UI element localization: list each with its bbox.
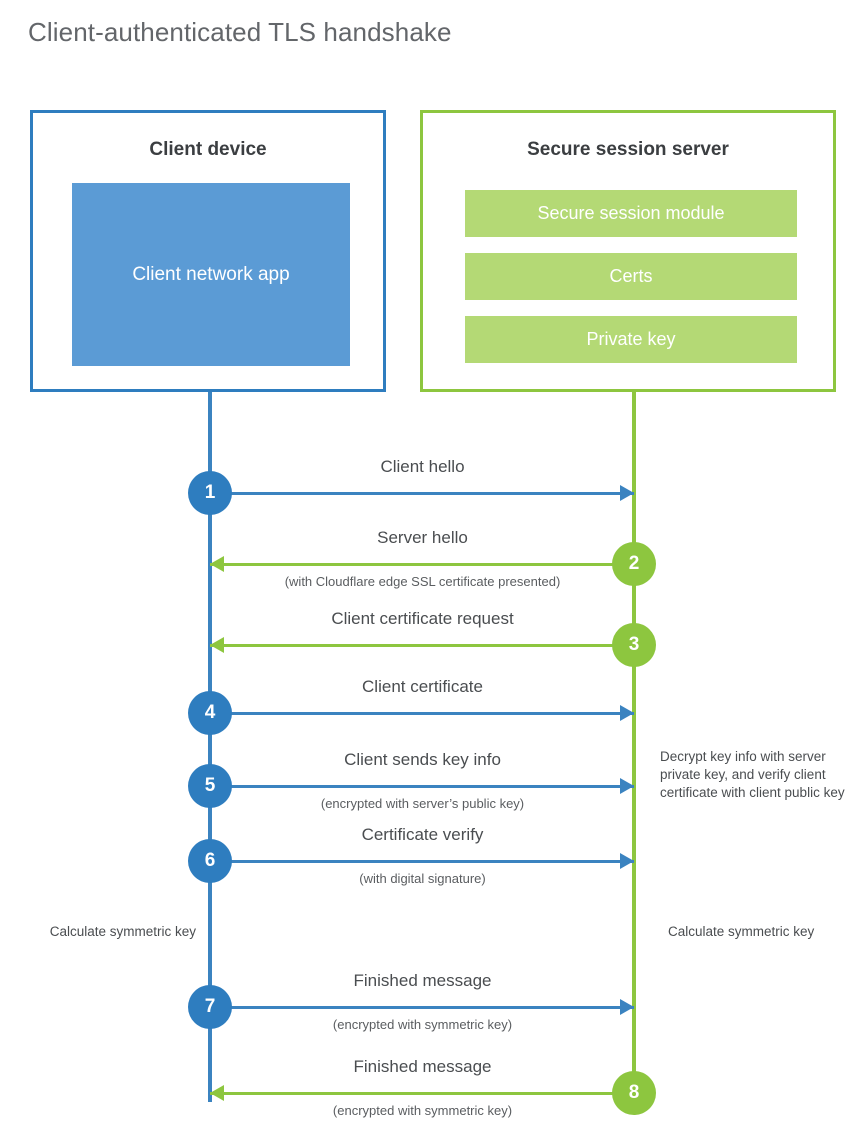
message-label-3: Client certificate request (331, 609, 514, 628)
message-label-6: Certificate verify (361, 825, 484, 844)
client-network-app-block: Client network app (72, 183, 350, 366)
message-sublabel-7: (encrypted with symmetric key) (332, 1017, 513, 1032)
arrow-line-6 (210, 860, 634, 863)
arrow-head-2 (210, 556, 224, 572)
arrow-line-1 (210, 492, 634, 495)
annotation-calculate-symmetric-key-server: Calculate symmetric key (668, 924, 815, 939)
arrow-line-2 (210, 563, 634, 566)
annotation-decrypt-key-info: Decrypt key info with server private key… (660, 749, 845, 800)
server-lifeline (632, 392, 636, 1092)
message-label-7: Finished message (353, 971, 492, 990)
arrow-head-5 (620, 778, 634, 794)
message-sublabel-8: (encrypted with symmetric key) (332, 1103, 513, 1118)
client-device-box: Client device Client network app (30, 110, 386, 392)
arrow-head-3 (210, 637, 224, 653)
step-circle-6: 6 (188, 839, 232, 883)
secure-session-server-box: Secure session server Secure session mod… (420, 110, 836, 392)
annotation-calculate-symmetric-key-client: Calculate symmetric key (49, 924, 196, 939)
step-circle-7: 7 (188, 985, 232, 1029)
arrow-line-5 (210, 785, 634, 788)
message-label-2: Server hello (377, 528, 468, 547)
message-label-8: Finished message (353, 1057, 492, 1076)
step-circle-2: 2 (612, 542, 656, 586)
step-circle-5: 5 (188, 764, 232, 808)
message-sublabel-5: (encrypted with server’s public key) (320, 796, 525, 811)
message-label-1: Client hello (380, 457, 465, 476)
message-label-5: Client sends key info (344, 750, 501, 769)
step-circle-8: 8 (612, 1071, 656, 1115)
server-component-private-key: Private key (465, 316, 797, 363)
client-device-title: Client device (149, 139, 267, 160)
message-sublabel-2: (with Cloudflare edge SSL certificate pr… (284, 574, 561, 589)
arrow-head-7 (620, 999, 634, 1015)
arrow-line-8 (210, 1092, 634, 1095)
arrow-head-8 (210, 1085, 224, 1101)
arrow-head-1 (620, 485, 634, 501)
client-lifeline (208, 392, 212, 1102)
client-network-app-label: Client network app (132, 264, 290, 285)
message-label-4: Client certificate (362, 677, 483, 696)
server-component-secure-session-module: Secure session module (465, 190, 797, 237)
step-circle-4: 4 (188, 691, 232, 735)
arrow-line-3 (210, 644, 634, 647)
arrow-head-4 (620, 705, 634, 721)
page-title: Client-authenticated TLS handshake (28, 17, 452, 47)
server-component-certs: Certs (465, 253, 797, 300)
arrow-head-6 (620, 853, 634, 869)
arrow-line-7 (210, 1006, 634, 1009)
step-circle-3: 3 (612, 623, 656, 667)
step-circle-1: 1 (188, 471, 232, 515)
secure-session-server-title: Secure session server (527, 139, 729, 160)
arrow-line-4 (210, 712, 634, 715)
message-sublabel-6: (with digital signature) (359, 871, 486, 886)
